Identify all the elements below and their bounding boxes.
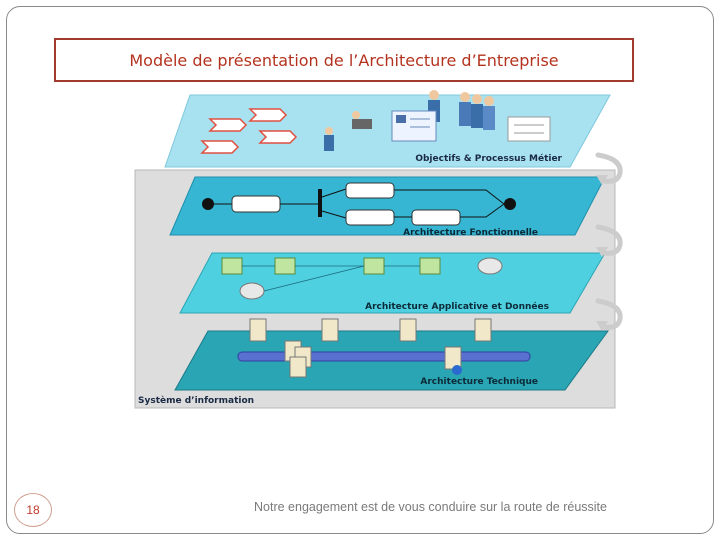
layer-business-label: Objectifs & Processus Métier [415, 153, 562, 164]
layer-functional-label: Architecture Fonctionnelle [403, 228, 538, 238]
page-number-badge: 18 [14, 493, 52, 527]
footer-text: Notre engagement est de vous conduire su… [254, 500, 634, 514]
server-globe-icon [452, 365, 462, 375]
information-system-label: Système d’information [138, 395, 254, 406]
layer-applications-label: Architecture Applicative et Données [365, 301, 549, 312]
layer-technical-label: Architecture Technique [420, 377, 538, 387]
page-number: 18 [26, 503, 39, 517]
slide-title: Modèle de présentation de l’Architecture… [129, 51, 558, 70]
network-bus [238, 352, 530, 361]
enterprise-architecture-diagram: Objectifs & Processus Métier Architectur… [130, 85, 650, 415]
slide-title-box: Modèle de présentation de l’Architecture… [54, 38, 634, 82]
